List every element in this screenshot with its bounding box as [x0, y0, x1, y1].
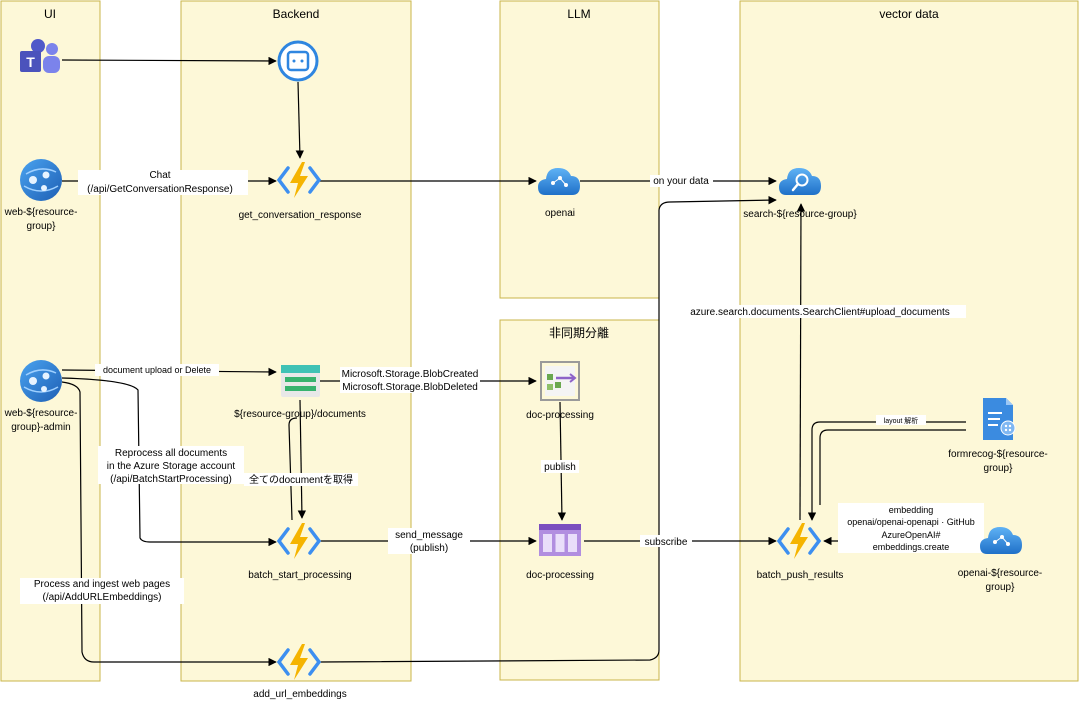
edge-teams-bot	[61, 56, 277, 66]
label-reprocess-2: in the Azure Storage account	[107, 461, 236, 472]
openai-node[interactable]: openai	[538, 168, 580, 219]
label-layout: layout 解析	[884, 416, 919, 425]
add-url-embeddings-label: add_url_embeddings	[253, 689, 346, 700]
batch-start-processing-label: batch_start_processing	[248, 570, 351, 581]
label-ingest-2: (/api/AddURLEmbeddings)	[43, 592, 162, 603]
edge-labels: Chat (/api/GetConversationResponse) on y…	[20, 170, 984, 604]
label-blob-deleted: Microsoft.Storage.BlobDeleted	[342, 382, 478, 393]
azure-function-icon	[776, 523, 822, 559]
web-app-label-1: web-${resource-	[4, 207, 78, 218]
form-recognizer-node[interactable]: formrecog-${resource- group}	[948, 398, 1048, 474]
form-recognizer-icon	[983, 398, 1016, 440]
form-recognizer-label-1: formrecog-${resource-	[948, 449, 1047, 460]
openai-resource-label-1: openai-${resource-	[958, 568, 1043, 579]
storage-node[interactable]: ${resource-group}/documents	[234, 365, 366, 420]
teams-icon: T	[20, 39, 60, 73]
azure-function-icon	[276, 162, 322, 198]
label-embedding-4: embeddings.create	[873, 542, 950, 552]
app-service-icon	[20, 159, 62, 201]
web-admin-node[interactable]: web-${resource- group}-admin	[4, 360, 78, 433]
search-node[interactable]: search-${resource-group}	[743, 168, 857, 220]
form-recognizer-label-2: group}	[984, 463, 1014, 474]
lane-ui-title: UI	[44, 7, 56, 21]
label-send-message-1: send_message	[395, 530, 463, 541]
azure-function-icon	[276, 523, 322, 559]
cognitive-services-cloud-icon	[538, 168, 580, 195]
search-label: search-${resource-group}	[743, 209, 857, 220]
edge-bot-function	[295, 81, 304, 159]
edge-formrecog-batchpush-1	[807, 421, 966, 521]
openai-resource-node[interactable]: openai-${resource- group}	[958, 527, 1043, 593]
web-app-node[interactable]: web-${resource- group}	[4, 159, 78, 232]
label-send-message-2: (publish)	[410, 543, 448, 554]
cognitive-search-icon	[779, 168, 821, 195]
teams-node[interactable]: T	[20, 39, 60, 73]
lane-llm: LLM	[499, 0, 660, 299]
cognitive-services-cloud-icon	[980, 527, 1022, 554]
edge-storage-batchstart-1	[297, 399, 307, 519]
storage-account-icon	[281, 365, 320, 397]
batch-push-results-label: batch_push_results	[757, 570, 844, 581]
web-app-label-2: group}	[27, 221, 57, 232]
edge-admin-addurl	[61, 381, 277, 667]
edge-storage-batchstart-2	[288, 417, 298, 521]
openai-label: openai	[545, 208, 575, 219]
label-subscribe: subscribe	[645, 537, 688, 548]
bot-service-icon	[277, 40, 319, 82]
label-embedding-3: AzureOpenAI#	[881, 530, 940, 540]
lane-vector-title: vector data	[879, 7, 939, 21]
bot-service-node[interactable]	[277, 40, 319, 82]
web-admin-label-2: group}-admin	[11, 422, 70, 433]
azure-function-icon	[276, 644, 322, 680]
svg-text:T: T	[26, 54, 35, 70]
label-on-your-data: on your data	[653, 176, 709, 187]
lane-llm-title: LLM	[567, 7, 590, 21]
get-conversation-response-function[interactable]: get_conversation_response	[239, 162, 362, 221]
lane-backend-title: Backend	[273, 7, 320, 21]
lane-async-title: 非同期分離	[549, 326, 609, 340]
edge-formrecog-batchpush-2	[819, 429, 966, 505]
label-chat-2: (/api/GetConversationResponse)	[87, 184, 233, 195]
app-service-icon	[20, 360, 62, 402]
event-grid-node[interactable]: doc-processing	[526, 361, 594, 421]
storage-queue-icon	[539, 524, 581, 556]
label-chat-1: Chat	[149, 170, 170, 181]
lane-ui: UI	[0, 0, 101, 682]
add-url-embeddings-function[interactable]: add_url_embeddings	[253, 644, 347, 700]
web-admin-label-1: web-${resource-	[4, 408, 78, 419]
edge-batchpush-search	[796, 203, 806, 521]
event-grid-icon	[540, 361, 580, 401]
label-blob-created: Microsoft.Storage.BlobCreated	[342, 369, 479, 380]
label-ingest-1: Process and ingest web pages	[34, 579, 170, 590]
label-publish: publish	[544, 462, 576, 473]
lane-vector: vector data	[739, 0, 1079, 682]
openai-resource-label-2: group}	[986, 582, 1016, 593]
storage-label: ${resource-group}/documents	[234, 409, 366, 420]
lane-backend: Backend	[180, 0, 412, 682]
label-upload: document upload or Delete	[103, 365, 211, 375]
label-embedding-2: openai/openai-openapi · GitHub	[847, 517, 975, 527]
label-get-all: 全てのdocumentを取得	[249, 473, 353, 486]
label-reprocess-1: Reprocess all documents	[115, 448, 227, 459]
edge-addurl-search	[319, 195, 777, 663]
get-conversation-response-label: get_conversation_response	[239, 210, 362, 221]
batch-push-results-function[interactable]: batch_push_results	[757, 523, 844, 581]
label-reprocess-3: (/api/BatchStartProcessing)	[110, 474, 232, 485]
label-embedding-1: embedding	[889, 505, 934, 515]
batch-start-processing-function[interactable]: batch_start_processing	[248, 523, 352, 581]
label-upload-documents: azure.search.documents.SearchClient#uplo…	[690, 307, 950, 318]
storage-queue-label: doc-processing	[526, 570, 594, 581]
storage-queue-node[interactable]: doc-processing	[526, 524, 594, 581]
event-grid-label: doc-processing	[526, 410, 594, 421]
